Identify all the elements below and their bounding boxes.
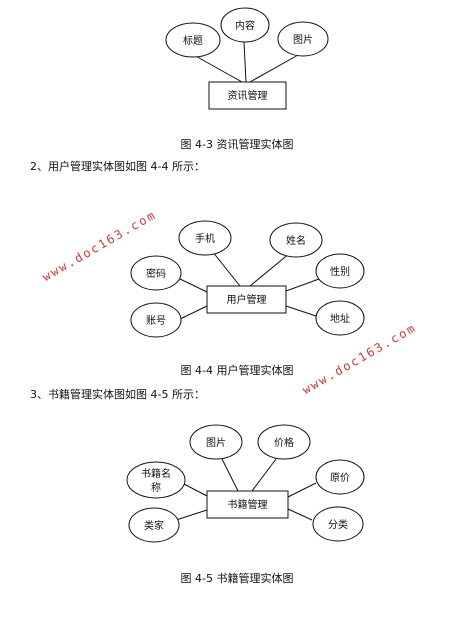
- attribute-ellipse: [269, 222, 323, 258]
- attribute-label: 称: [151, 481, 161, 494]
- figure-caption: 图 4-4 用户管理实体图: [180, 364, 294, 377]
- attribute-label: 书籍名: [141, 467, 171, 480]
- figure-caption: 图 4-5 书籍管理实体图: [180, 572, 294, 585]
- attribute-label: 标题: [183, 35, 203, 47]
- section-intro: 3、书籍管理实体图如图 4-5 所示：: [30, 388, 205, 401]
- attribute-ellipse: [315, 300, 365, 336]
- attribute-ellipse: [189, 424, 243, 460]
- attribute-label: 类家: [144, 519, 164, 532]
- entity-label: 资讯管理: [228, 89, 268, 102]
- attribute-ellipse: [315, 459, 365, 495]
- attribute-label: 图片: [206, 436, 226, 449]
- entity-label: 用户管理: [227, 293, 267, 306]
- attribute-ellipse: [257, 424, 311, 460]
- entity-label: 书籍管理: [228, 498, 268, 511]
- attribute-ellipse: [128, 507, 180, 543]
- attribute-label: 性别: [330, 265, 350, 278]
- attribute-ellipse: [220, 7, 270, 43]
- attribute-label: 图片: [293, 33, 313, 46]
- figure-caption: 图 4-3 资讯管理实体图: [180, 138, 294, 151]
- attribute-label: 地址: [330, 312, 350, 325]
- attribute-ellipse: [165, 22, 221, 58]
- attribute-ellipse: [312, 506, 364, 542]
- attribute-label: 原价: [330, 472, 350, 484]
- attribute-label: 账号: [146, 315, 166, 327]
- attribute-label: 姓名: [286, 234, 306, 247]
- attribute-label: 手机: [195, 232, 215, 245]
- attribute-label: 价格: [274, 436, 294, 449]
- diagram-user: 用户管理 手机 姓名 密码 性别 账号 地址: [130, 220, 365, 338]
- attribute-ellipse: [315, 253, 365, 289]
- entity-box-book: [206, 490, 289, 519]
- attribute-label: 内容: [235, 19, 255, 32]
- attribute-ellipse: [126, 461, 186, 499]
- attribute-ellipse: [178, 220, 232, 256]
- attribute-ellipse: [277, 21, 329, 57]
- section-intro: 2、用户管理实体图如图 4-4 所示：: [30, 160, 205, 173]
- entity-box-news: [208, 81, 287, 110]
- attribute-ellipse: [130, 302, 182, 338]
- attribute-ellipse: [130, 255, 182, 291]
- attribute-label: 分类: [328, 518, 348, 531]
- diagram-book: 书籍管理 图片 价格 书籍名 称 原价 类家 分类: [126, 424, 365, 543]
- entity-box-user: [206, 285, 287, 314]
- attribute-label: 密码: [146, 267, 166, 280]
- diagram-news: 资讯管理 标题 内容 图片: [165, 7, 329, 110]
